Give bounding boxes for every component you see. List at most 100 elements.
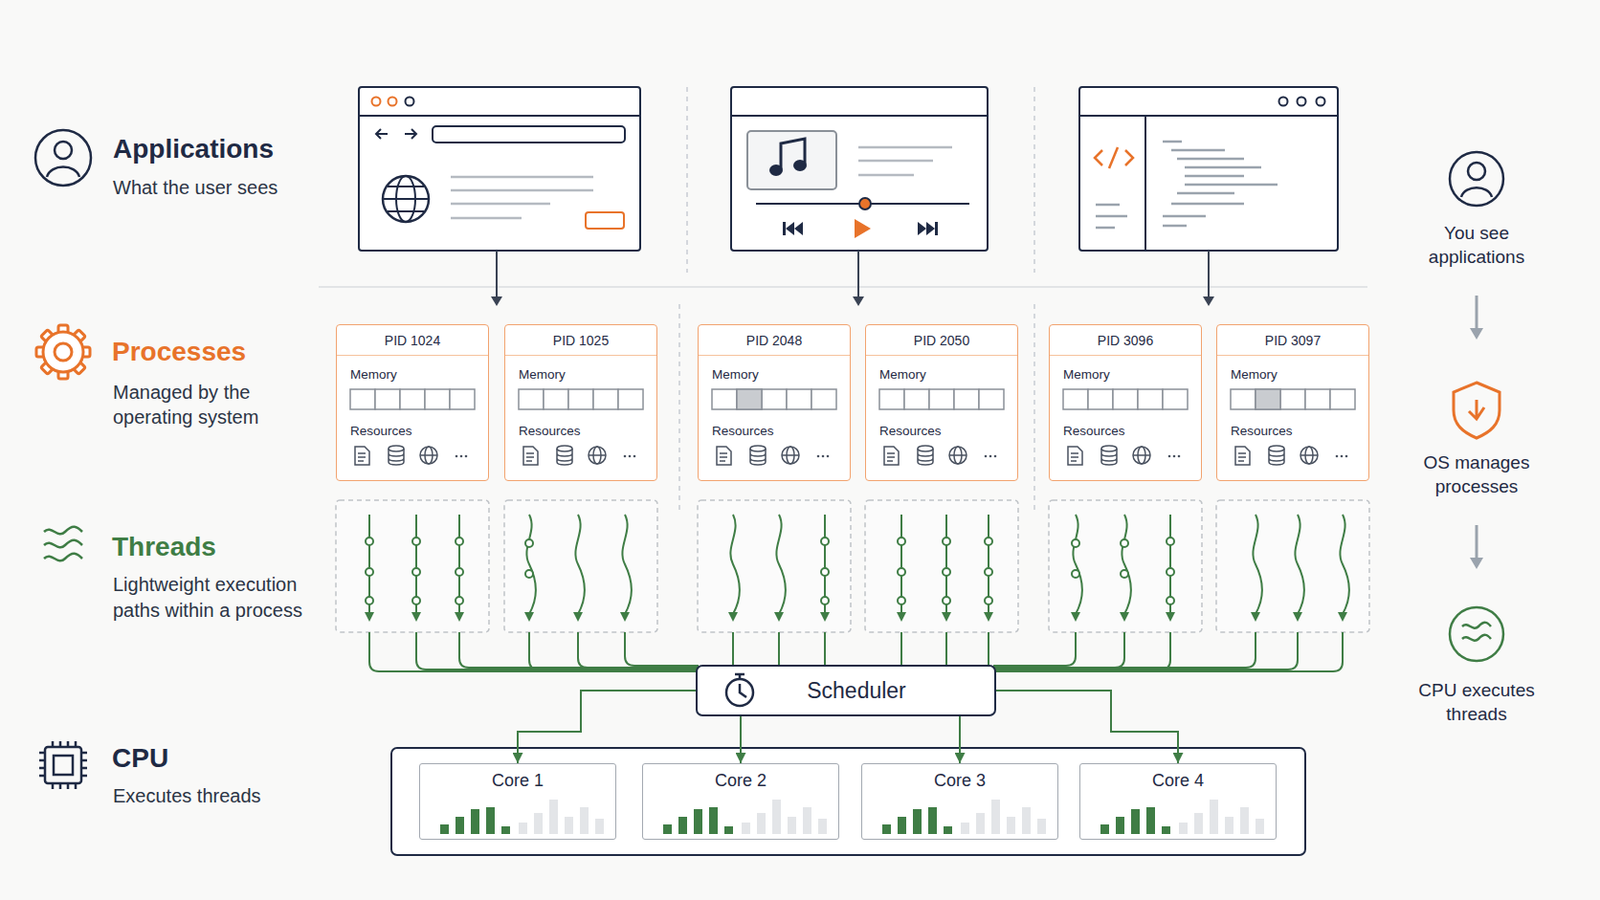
memory-label: Memory <box>1230 367 1278 382</box>
browser-window <box>405 97 415 107</box>
code-editor-window <box>1095 141 1278 228</box>
memory-label: Memory <box>518 367 566 382</box>
thread-line <box>454 514 465 623</box>
thread-line <box>1070 514 1083 623</box>
core-label: Core 1 <box>420 771 616 792</box>
separator-line <box>678 304 681 511</box>
row-divider <box>318 286 1368 289</box>
flow-arrow <box>1475 295 1479 332</box>
browser-window <box>382 176 429 223</box>
browser-window <box>358 87 641 251</box>
process-id: PID 2050 <box>866 325 1018 356</box>
thread-line <box>941 514 952 623</box>
thread-wire <box>529 632 699 670</box>
thread-line <box>1250 514 1263 623</box>
flow-arrow <box>1469 328 1484 340</box>
thread-wire <box>900 632 903 667</box>
thread-group-box <box>504 500 658 633</box>
code-editor-window <box>1095 226 1115 230</box>
music-player-window <box>859 198 871 210</box>
music-player-window <box>794 160 806 171</box>
code-editor-window <box>1171 149 1225 153</box>
browser-window <box>585 212 624 229</box>
app-arrow <box>495 250 498 299</box>
user-icon <box>1449 152 1504 206</box>
app-arrow <box>857 250 860 299</box>
thread-line <box>364 514 1350 623</box>
code-editor-window <box>1109 147 1118 169</box>
app-arrow <box>852 296 865 307</box>
layer-description: Managed by the operating system <box>112 379 305 430</box>
threads-icon <box>44 527 83 535</box>
core-label: Core 3 <box>862 771 1058 792</box>
threads-icon <box>1449 607 1504 662</box>
music-player-window <box>747 131 837 190</box>
memory-label: Memory <box>711 367 759 382</box>
user-icon <box>1461 187 1492 198</box>
process-box: PID 1024MemoryResources <box>335 324 489 482</box>
process-id: PID 1025 <box>505 325 657 356</box>
cpu-core-box: Core 3 <box>861 763 1059 841</box>
app-arrow <box>490 250 1215 307</box>
thread-line <box>1337 514 1350 623</box>
flow-step-label: OS manages processes <box>1400 450 1554 499</box>
browser-window <box>358 87 641 251</box>
thread-line <box>1165 514 1176 623</box>
app-arrow <box>1202 296 1215 307</box>
thread-group-box <box>335 500 489 633</box>
threads-icon <box>44 527 83 562</box>
threads-icon <box>1462 622 1491 629</box>
cpu-chip-icon <box>53 755 73 776</box>
music-player-window <box>858 146 953 150</box>
browser-window <box>404 129 417 139</box>
scheduler-connector <box>996 690 1178 764</box>
resources-label: Resources <box>879 423 942 439</box>
shield-icon <box>1453 382 1500 439</box>
resources-label: Resources <box>711 423 775 439</box>
process-box: PID 3096MemoryResources <box>1048 324 1202 482</box>
browser-window <box>450 189 594 193</box>
process-id: PID 3096 <box>1049 325 1201 356</box>
separator-line <box>1033 304 1036 511</box>
music-player-window <box>854 219 871 239</box>
thread-wire <box>777 632 780 667</box>
code-editor-window <box>1297 97 1307 107</box>
core-label: Core 4 <box>1080 771 1276 792</box>
app-arrow <box>1207 250 1210 299</box>
scheduler-label: Scheduler <box>697 666 995 715</box>
thread-line <box>820 514 830 623</box>
browser-window <box>358 114 641 117</box>
music-player-window <box>770 165 782 176</box>
code-editor-window <box>1162 215 1206 219</box>
app-arrow <box>490 296 503 307</box>
scheduler-connector <box>958 716 961 764</box>
thread-wire <box>993 632 1298 670</box>
code-editor-window <box>1125 150 1134 166</box>
gear-icon <box>36 325 90 379</box>
shield-icon <box>1468 400 1485 420</box>
flow-step-label: CPU executes threads <box>1400 678 1554 727</box>
browser-window <box>450 177 594 219</box>
music-player-window <box>858 159 934 163</box>
browser-window <box>450 202 551 206</box>
thread-wire <box>624 632 699 667</box>
layer-description: What the user sees <box>112 175 372 200</box>
threads-icon <box>1449 607 1504 662</box>
browser-window <box>387 186 424 212</box>
code-editor-window <box>1094 150 1103 166</box>
thread-line <box>620 514 632 623</box>
code-editor-window <box>1279 97 1289 107</box>
layer-description: Executes threads <box>112 783 372 809</box>
flow-arrow <box>1469 557 1484 570</box>
code-editor-window <box>1079 87 1338 251</box>
process-box: PID 2048MemoryResources <box>697 324 851 482</box>
process-id: PID 1024 <box>336 325 489 356</box>
thread-line <box>1119 514 1132 623</box>
browser-window <box>450 176 594 179</box>
user-icon <box>35 130 91 186</box>
music-player-window <box>782 219 938 239</box>
resources-label: Resources <box>1063 423 1126 439</box>
flow-arrow <box>1469 295 1484 570</box>
browser-window <box>450 217 522 221</box>
thread-group-box <box>335 500 1370 633</box>
